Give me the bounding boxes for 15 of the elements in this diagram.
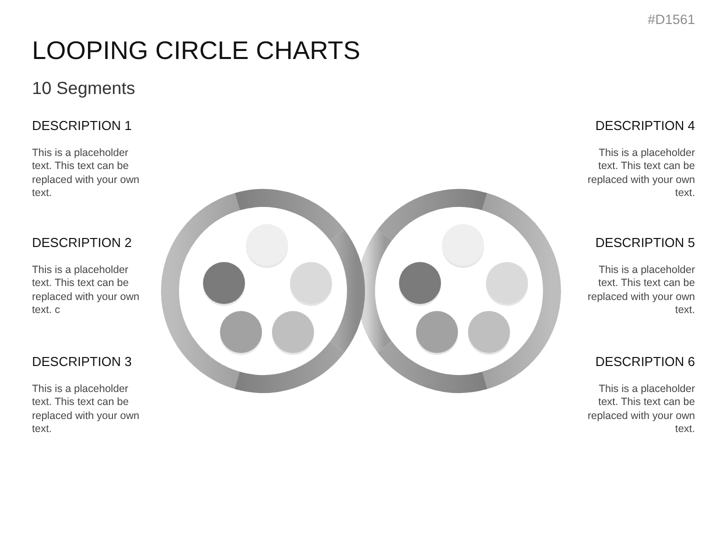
description-text: This is a placeholder text. This text can be replaced with your own text.	[587, 383, 695, 436]
description-heading: DESCRIPTION 1	[32, 118, 132, 134]
slide-title: LOOPING CIRCLE CHARTS	[32, 36, 360, 66]
description-text: This is a placeholder text. This text can be replaced with your own text.	[587, 264, 695, 318]
description-text: This is a placeholder text. This text can be replaced with your own text.	[32, 147, 140, 200]
description-heading: DESCRIPTION 2	[32, 235, 132, 251]
description-heading: DESCRIPTION 3	[32, 354, 132, 370]
description-heading: DESCRIPTION 6	[595, 354, 695, 370]
description-text: This is a placeholder text. This text can be replaced with your own text.	[587, 147, 695, 200]
description-heading: DESCRIPTION 4	[595, 118, 695, 134]
description-text: This is a placeholder text. This text can be replaced with your own text.	[32, 383, 140, 436]
description-heading: DESCRIPTION 5	[595, 235, 695, 251]
description-text: This is a placeholder text. This text can be replaced with your own text. c	[32, 264, 140, 318]
subtitle: 10 Segments	[32, 78, 136, 99]
document-id: #D1561	[648, 12, 695, 28]
